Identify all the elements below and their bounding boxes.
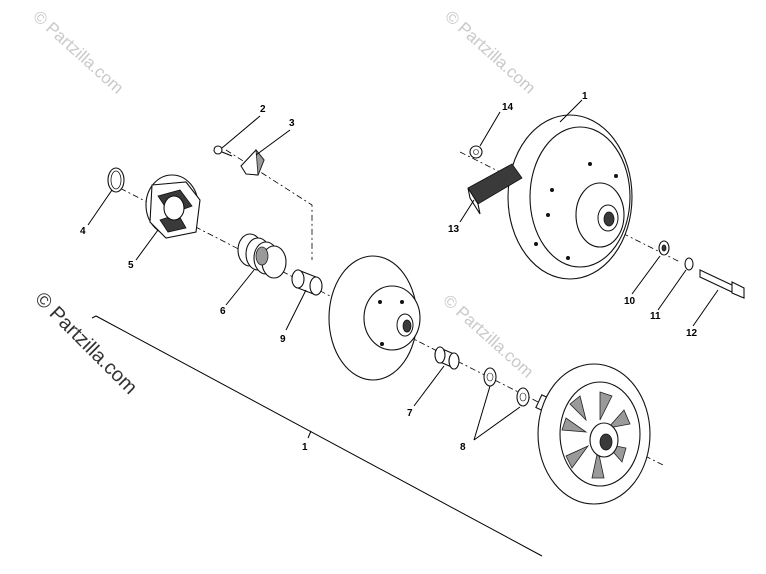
callout-1-bracket: 1: [302, 442, 308, 453]
callout-14: 14: [502, 102, 514, 113]
callout-8: 8: [460, 442, 466, 453]
spider-part: [145, 174, 201, 239]
assembly-bracket-tick: [307, 430, 312, 439]
watermark-top-left: © Partzilla.com: [29, 7, 127, 98]
axis-line-button: [225, 149, 313, 260]
washer-part-14: [469, 145, 483, 159]
callout-7: 7: [407, 408, 413, 419]
snap-ring-part: [107, 167, 125, 193]
movable-sheave-part: [328, 255, 421, 381]
fixed-sheave-part: [535, 363, 651, 505]
callout-4: 4: [80, 226, 86, 237]
washer-part-11: [684, 257, 694, 271]
callout-12: 12: [686, 328, 698, 339]
spring-part: [237, 233, 287, 279]
callout-1-top: 1: [582, 91, 588, 102]
callout-9: 9: [280, 334, 286, 345]
callout-2: 2: [260, 104, 266, 115]
watermark-top-right: © Partzilla.com: [441, 7, 539, 98]
callout-10: 10: [624, 296, 636, 307]
callout-5: 5: [128, 260, 134, 271]
callout-13: 13: [448, 224, 460, 235]
callout-6: 6: [220, 306, 226, 317]
screw-part: [213, 145, 233, 157]
bushing-part-7: [434, 346, 460, 370]
callout-3: 3: [289, 118, 295, 129]
washer-part-10: [658, 240, 670, 256]
bushing-part-9: [291, 269, 323, 296]
watermark-left-side: © Partzilla.com: [30, 288, 141, 399]
leader-lines: [87, 99, 719, 441]
clutch-assembly-part: [467, 114, 633, 280]
bolt-part-12: [699, 269, 745, 299]
assembly-bracket-line: [91, 315, 543, 557]
button-part: [240, 148, 265, 176]
callout-11: 11: [650, 311, 661, 322]
